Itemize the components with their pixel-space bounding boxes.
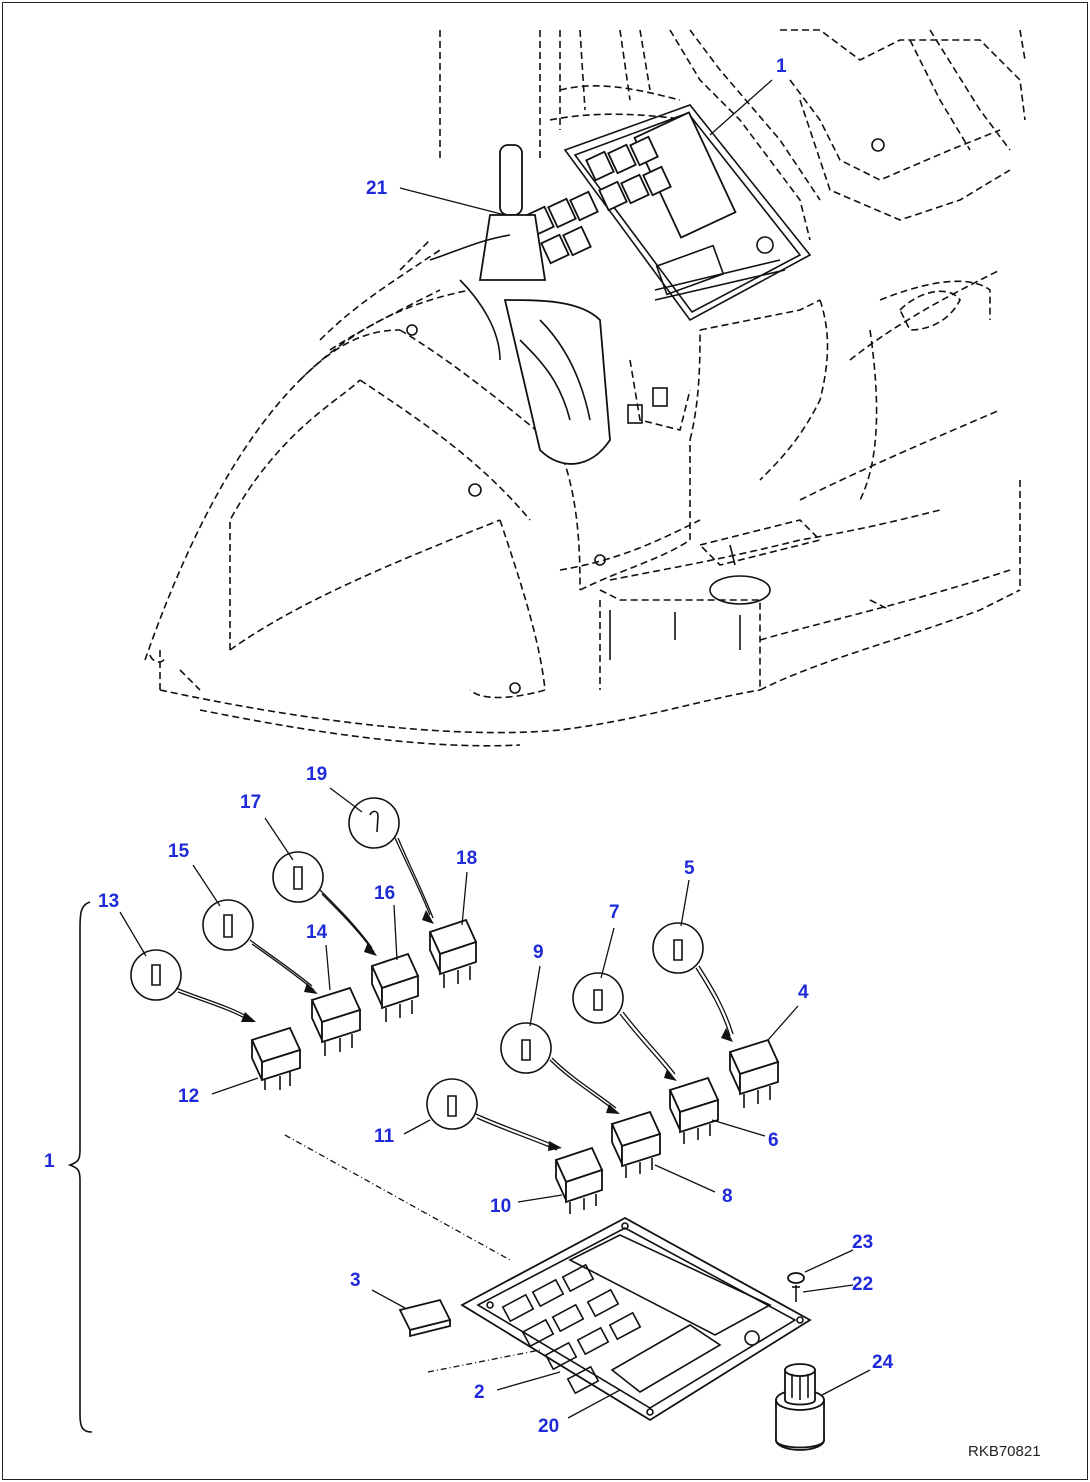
switch-6-icon — [668, 1076, 720, 1144]
leader-lines — [119, 79, 871, 1419]
joystick-lever — [429, 144, 611, 465]
callout-16: 16 — [374, 883, 395, 904]
lamp-17-icon — [272, 851, 324, 903]
rotary-knob-icon — [775, 1363, 825, 1451]
blank-cap-icon — [398, 1298, 452, 1338]
callout-2: 2 — [474, 1382, 485, 1403]
callout-9: 9 — [533, 942, 544, 963]
callout-20: 20 — [538, 1416, 559, 1437]
lamp-5-icon — [652, 922, 704, 974]
callout-10: 10 — [490, 1196, 511, 1217]
callout-24: 24 — [872, 1352, 894, 1373]
left-switch-group — [130, 797, 478, 1090]
callout-15: 15 — [168, 841, 190, 862]
callout-21: 21 — [366, 178, 388, 199]
console-assembly — [144, 29, 1026, 747]
callout-1-top: 1 — [776, 56, 787, 77]
switch-panel-plate — [460, 1216, 812, 1422]
callout-14: 14 — [306, 922, 328, 943]
callout-11: 11 — [374, 1126, 395, 1147]
switch-18-icon — [428, 918, 478, 988]
switch-8-icon — [610, 1110, 662, 1178]
callout-7: 7 — [609, 902, 620, 923]
panel-slot-grid — [501, 1263, 642, 1395]
lamp-9-icon — [500, 1022, 552, 1074]
switch-4-icon — [728, 1038, 780, 1108]
switch-12-icon — [250, 1026, 302, 1090]
document-id: RKB70821 — [968, 1443, 1041, 1460]
callout-19: 19 — [306, 764, 327, 785]
lamp-13-icon — [130, 949, 182, 1001]
callout-1-bracket: 1 — [44, 1151, 55, 1172]
callout-23: 23 — [852, 1232, 873, 1253]
callout-12: 12 — [178, 1086, 199, 1107]
switch-16-icon — [370, 952, 420, 1022]
screw-washer-icon — [787, 1272, 805, 1302]
callout-18: 18 — [456, 848, 477, 869]
assembly-bracket — [67, 901, 93, 1433]
callout-4: 4 — [798, 982, 809, 1003]
switch-14-icon — [310, 986, 362, 1056]
lamp-19-icon — [348, 797, 400, 849]
callout-3: 3 — [350, 1270, 361, 1291]
callout-6: 6 — [768, 1130, 779, 1151]
lamp-11-icon — [426, 1078, 478, 1130]
console-switch-cluster — [525, 135, 672, 265]
switch-10-icon — [554, 1146, 604, 1214]
callout-8: 8 — [722, 1186, 733, 1207]
callout-5: 5 — [684, 858, 695, 879]
lamp-15-icon — [202, 899, 254, 951]
right-switch-group — [426, 922, 780, 1214]
callout-13: 13 — [98, 891, 119, 912]
callout-22: 22 — [852, 1274, 873, 1295]
lamp-7-icon — [572, 972, 624, 1024]
callout-labels: 1 21 19 17 15 13 18 16 14 12 5 7 9 4 6 8… — [44, 56, 894, 1437]
callout-17: 17 — [240, 792, 261, 813]
